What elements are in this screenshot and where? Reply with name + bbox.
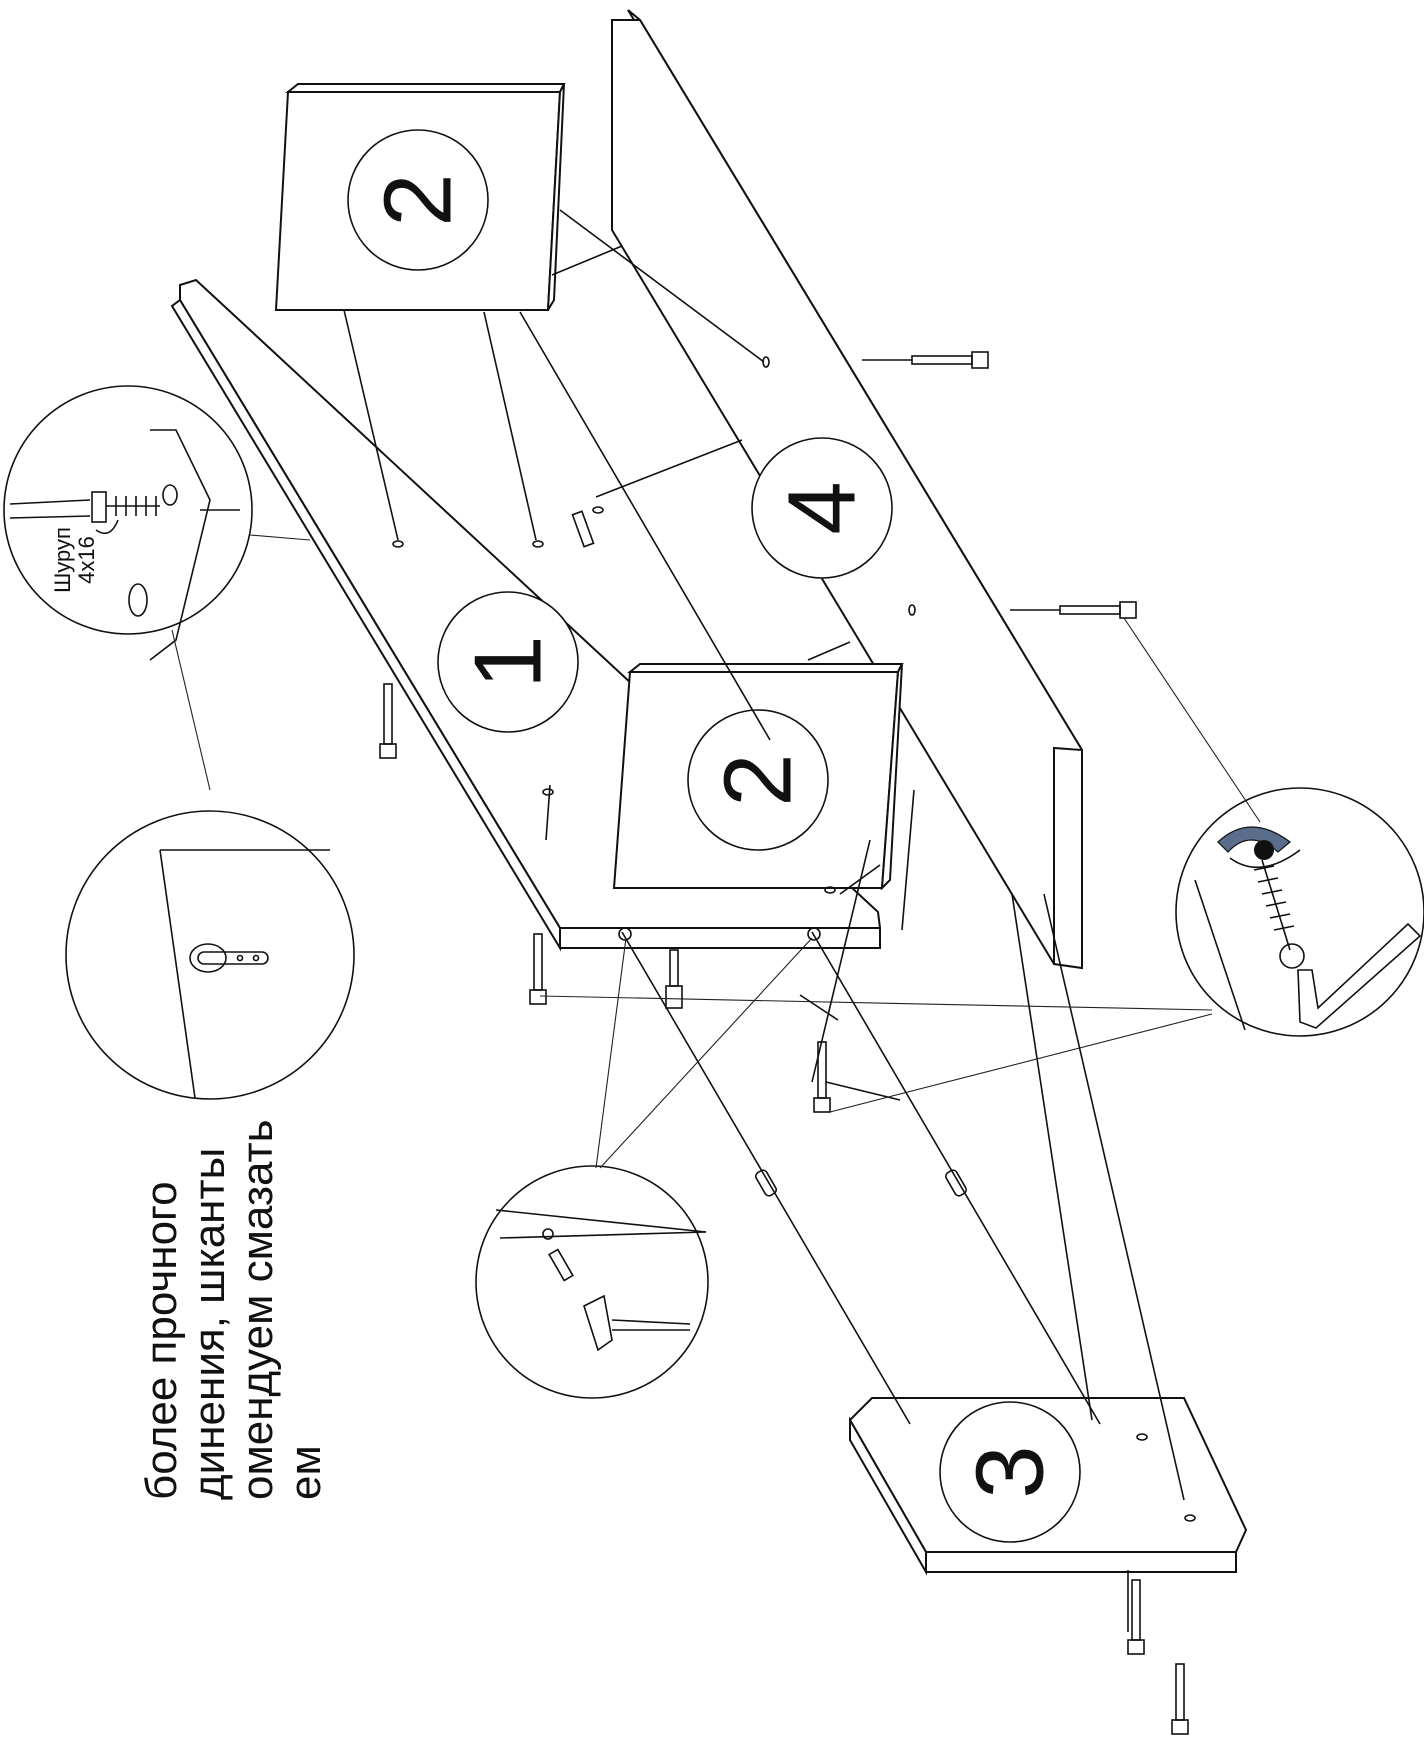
detail-hanger — [65, 810, 355, 1100]
note-line-3: омендуем смазать — [233, 1119, 282, 1500]
detail-hex-key — [539, 617, 1424, 1113]
part-1-circle — [437, 591, 579, 733]
screw-label-line1: Шуруп — [50, 527, 75, 593]
assembly-note: более прочного динения, шканты омендуем … — [137, 1119, 330, 1500]
part-label-4: 4 — [769, 481, 876, 534]
note-line-2: динения, шканты — [185, 1148, 234, 1500]
part-label-3: 3 — [957, 1445, 1064, 1498]
hole-marks — [392, 356, 1196, 1522]
part-label-1: 1 — [455, 635, 562, 688]
panel-2-mid: 2 — [612, 663, 904, 891]
detail-dowel — [475, 937, 813, 1399]
note-line-4: ем — [281, 1445, 330, 1500]
part-4-circle — [751, 437, 893, 579]
note-line-1: более прочного — [137, 1181, 186, 1500]
screw-label-line2: 4x16 — [74, 536, 99, 584]
panel-2-top: 2 — [274, 83, 566, 311]
detail-screw: Шуруп 4x16 — [3, 385, 311, 791]
confirmat-screws — [379, 351, 1189, 1735]
part-label-2-mid: 2 — [705, 753, 812, 806]
part-label-2-top: 2 — [365, 173, 472, 226]
dowels — [754, 1169, 968, 1197]
